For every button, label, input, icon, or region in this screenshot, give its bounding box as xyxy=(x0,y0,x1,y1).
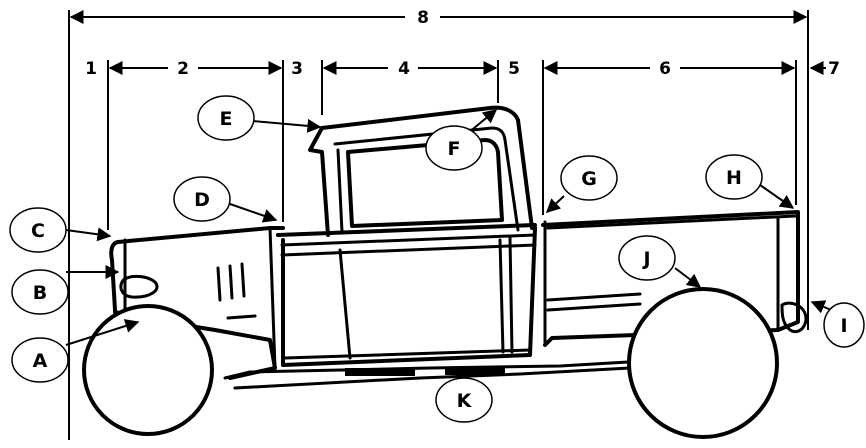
dimension-3-label: 3 xyxy=(291,59,303,79)
cab-lower-body xyxy=(281,226,537,367)
callout-h-label: H xyxy=(726,167,742,189)
callout-g-pointer xyxy=(545,195,565,213)
callout-b-label: B xyxy=(33,282,47,304)
callout-g-bubble xyxy=(560,155,618,201)
windshield-post xyxy=(336,148,344,234)
cab-rear-edge xyxy=(508,236,514,354)
cab-sill xyxy=(283,348,532,360)
hood-top xyxy=(116,226,285,244)
running-board-step xyxy=(445,368,505,375)
frame-rail xyxy=(233,366,632,390)
callout-c-pointer xyxy=(65,227,112,242)
headlight xyxy=(119,274,159,299)
dimension-5-label: 5 xyxy=(508,59,520,79)
hood-louvre xyxy=(240,262,246,298)
front-wheel xyxy=(82,304,214,436)
callout-b-bubble xyxy=(11,269,69,315)
callout-f-bubble xyxy=(425,125,483,171)
bed-top-rail xyxy=(546,214,797,230)
rear-wheel xyxy=(627,287,779,439)
callout-c-label: C xyxy=(31,220,45,242)
cowl-line xyxy=(268,226,277,370)
callout-e-pointer xyxy=(251,118,322,133)
bed-lower-line xyxy=(546,302,642,312)
dimension-lines: 8 1 2 3 4 5 6 7 xyxy=(68,8,840,440)
grille-front xyxy=(109,240,120,312)
cab-front-pillar xyxy=(308,126,330,237)
callout-d-bubble xyxy=(173,176,231,222)
door-rear-edge xyxy=(498,238,505,354)
callout-d-label: D xyxy=(194,189,210,211)
callout-d-pointer xyxy=(229,203,278,223)
bed-lower-line xyxy=(546,292,642,302)
door-front-edge xyxy=(338,248,352,360)
callout-h-bubble xyxy=(705,154,763,200)
callout-i-bubble xyxy=(823,302,865,348)
dimension-8-label: 8 xyxy=(417,8,429,28)
callout-k-bubble xyxy=(435,377,493,423)
side-window xyxy=(346,138,504,228)
callout-j-label: J xyxy=(641,248,650,270)
truck-outline xyxy=(109,105,808,390)
callout-i-label: I xyxy=(840,315,847,337)
hood-handle xyxy=(226,314,257,320)
cab-belt-line xyxy=(276,223,537,237)
callouts: A B C D E F G H I J xyxy=(9,95,865,423)
callout-j-bubble xyxy=(618,235,676,281)
callout-f-pointer xyxy=(467,109,498,134)
callout-c-bubble xyxy=(9,207,67,253)
dimension-7-label: 7 xyxy=(828,59,840,79)
dimension-4-label: 4 xyxy=(398,59,410,79)
callout-a-bubble xyxy=(11,337,69,383)
callout-a-pointer xyxy=(65,319,140,346)
cab-belt-line-lower xyxy=(280,233,537,247)
callout-h-pointer xyxy=(759,184,795,209)
hood-louvre xyxy=(228,264,234,300)
callout-k-label: K xyxy=(457,390,473,412)
callout-a-label: A xyxy=(33,350,48,372)
callout-f-label: F xyxy=(448,138,461,160)
hood-louvre xyxy=(216,266,222,302)
cab-roof xyxy=(320,105,534,230)
callout-e-bubble xyxy=(197,95,255,141)
tail-light xyxy=(780,301,808,334)
running-board-step xyxy=(345,368,415,376)
callout-e-label: E xyxy=(220,108,233,130)
door-top-line xyxy=(280,243,537,257)
callout-j-pointer xyxy=(674,267,702,288)
cab-roof-inner xyxy=(333,126,520,232)
callout-g-label: G xyxy=(581,168,597,190)
dimension-1-label: 1 xyxy=(85,59,97,79)
dimension-6-label: 6 xyxy=(659,59,671,79)
dimension-2-label: 2 xyxy=(177,59,189,79)
